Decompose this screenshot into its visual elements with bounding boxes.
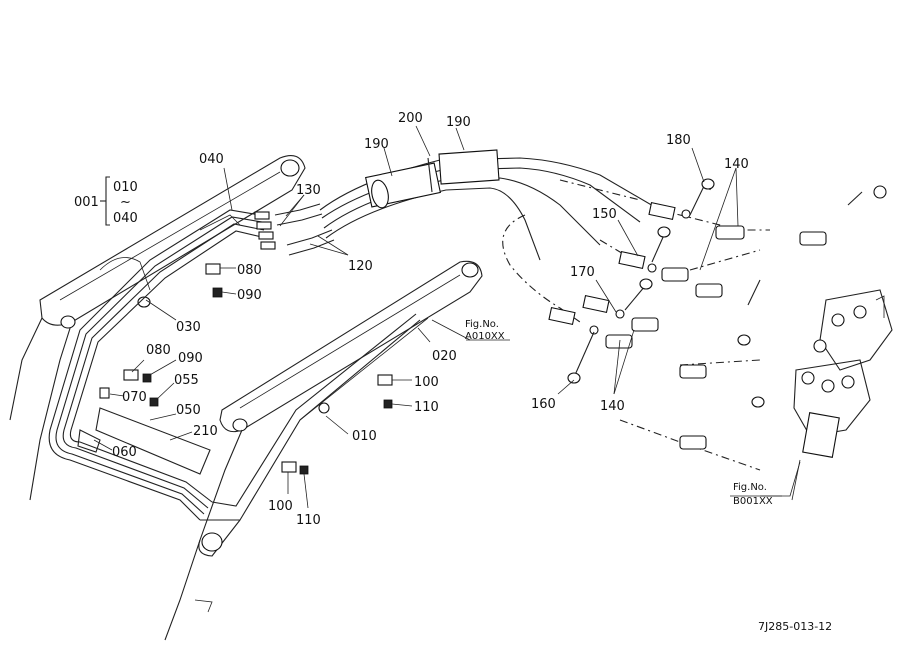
hose-bundle <box>319 149 661 261</box>
fig-ref-b-title: Fig.No. <box>733 482 767 493</box>
hose-fittings-upper <box>254 203 335 256</box>
hydraulic-pipes <box>48 209 421 521</box>
callout-190-a: 190 <box>364 137 389 152</box>
callout-180: 180 <box>666 133 691 148</box>
control-valve <box>791 289 893 501</box>
callout-100-a: 100 <box>414 375 439 390</box>
callout-160: 160 <box>531 397 556 412</box>
set-bracket: 001 010 ~ 040 <box>74 176 138 226</box>
callout-030: 030 <box>176 320 201 335</box>
callout-070: 070 <box>122 390 147 405</box>
callout-140-a: 140 <box>724 157 749 172</box>
callout-130: 130 <box>296 183 321 198</box>
callout-050: 050 <box>176 403 201 418</box>
callout-090-b: 090 <box>178 351 203 366</box>
callout-060: 060 <box>112 445 137 460</box>
callout-080-b: 080 <box>146 343 171 358</box>
callout-010: 010 <box>352 429 377 444</box>
callout-150: 150 <box>592 207 617 222</box>
callout-055: 055 <box>174 373 199 388</box>
hose-routes <box>502 179 770 471</box>
set-label-main: 001 <box>74 195 99 210</box>
fig-ref-a-code: A010XX <box>465 331 505 342</box>
callout-190-b: 190 <box>446 115 471 130</box>
loader-frame-front <box>164 260 483 641</box>
callout-labels: 040 130 120 080 090 030 080 090 055 070 … <box>112 111 749 528</box>
leader-lines <box>93 125 801 509</box>
set-label-range-bottom: 040 <box>113 211 138 226</box>
couplers <box>548 178 887 450</box>
callout-020: 020 <box>432 349 457 364</box>
figure-references: Fig.No. A010XX Fig.No. B001XX <box>465 319 773 507</box>
drawing-number: 7J285-013-12 <box>758 620 832 633</box>
callout-080-a: 080 <box>237 263 262 278</box>
small-parts <box>77 263 429 475</box>
callout-140-b: 140 <box>600 399 625 414</box>
callout-100-b: 100 <box>268 499 293 514</box>
loader-frame-rear <box>9 155 306 501</box>
callout-090-a: 090 <box>237 288 262 303</box>
set-label-tilde: ~ <box>120 195 131 210</box>
set-label-range-top: 010 <box>113 180 138 195</box>
fig-ref-b-code: B001XX <box>733 496 773 507</box>
callout-110-a: 110 <box>414 400 439 415</box>
callout-210: 210 <box>193 424 218 439</box>
fig-ref-a-title: Fig.No. <box>465 319 499 330</box>
callout-110-b: 110 <box>296 513 321 528</box>
callout-040: 040 <box>199 152 224 167</box>
callout-200: 200 <box>398 111 423 126</box>
callout-170: 170 <box>570 265 595 280</box>
callout-120: 120 <box>348 259 373 274</box>
